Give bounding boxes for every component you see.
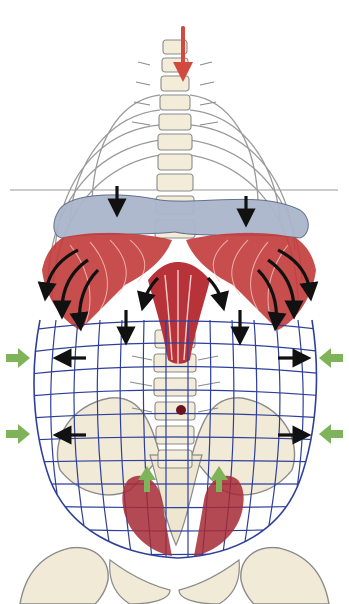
vertebra xyxy=(155,402,195,420)
vertebra xyxy=(158,450,192,468)
diaphragm-dome xyxy=(54,195,308,238)
vertebra xyxy=(158,134,192,150)
left-femur-head xyxy=(20,548,108,604)
navel-dot xyxy=(176,405,186,415)
right-iliac-crest xyxy=(192,398,295,495)
red-arrow-down-icon xyxy=(173,28,193,82)
green-arrow-right-upper xyxy=(319,348,343,368)
green-arrow-right-lower xyxy=(319,424,343,444)
vertebra xyxy=(154,378,196,396)
green-arrow-left-upper xyxy=(6,348,30,368)
right-pubic-ramus xyxy=(179,560,239,604)
right-femur-head xyxy=(241,548,329,604)
green-arrow-left-lower xyxy=(6,424,30,444)
vertebra xyxy=(157,174,193,191)
vertebra xyxy=(160,95,190,110)
vertebra xyxy=(159,114,191,130)
left-pubic-ramus xyxy=(110,560,170,604)
vertebra xyxy=(158,154,192,170)
